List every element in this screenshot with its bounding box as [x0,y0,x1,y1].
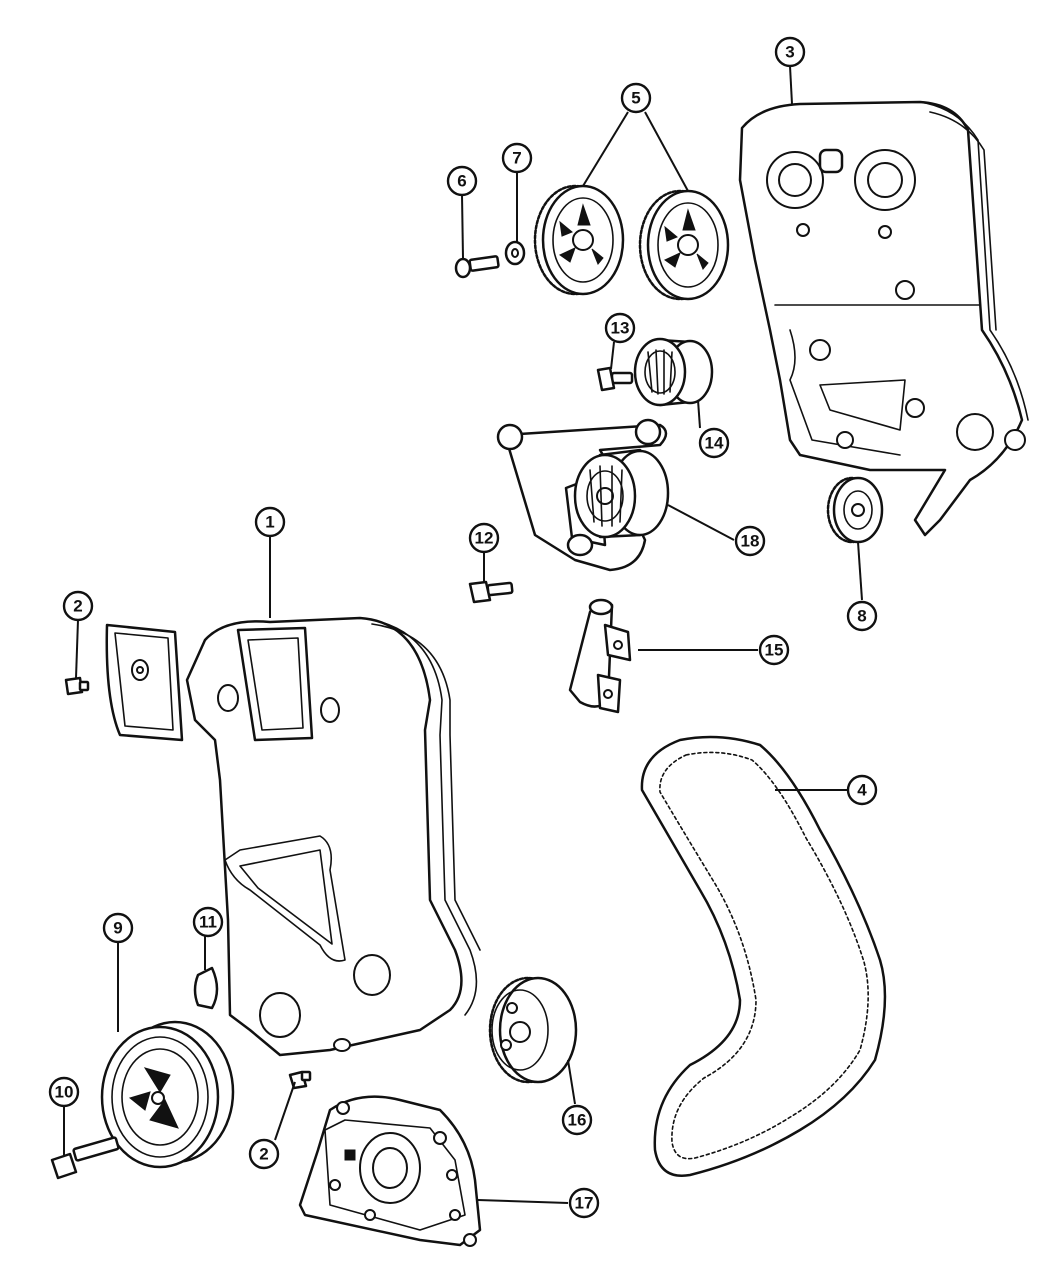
callout-2-lower: 2 [248,1138,280,1170]
callout-3-label: 3 [785,43,794,62]
timing-belt [640,735,887,1177]
callout-18: 18 [734,525,766,557]
callout-13-label: 13 [611,319,630,338]
camshaft-sprocket-right [638,189,730,301]
callout-1: 1 [254,506,286,538]
oil-pump [298,1095,482,1247]
callout-14-label: 14 [705,434,724,453]
callout-11: 11 [192,906,224,938]
crankshaft-sprocket [826,476,884,544]
callout-8-label: 8 [857,607,866,626]
camshaft-sprocket-bolt [454,255,500,279]
leader-lines [63,65,863,1204]
callout-16: 16 [561,1104,593,1136]
callout-10: 10 [48,1076,80,1108]
tensioner-bolt [468,580,514,604]
callout-6: 6 [446,165,478,197]
washer [504,240,526,266]
callout-4: 4 [846,774,878,806]
callout-7: 7 [501,142,533,174]
callout-17-label: 17 [575,1194,594,1213]
callout-5: 5 [620,82,652,114]
callout-18-label: 18 [741,532,760,551]
callout-15-label: 15 [765,641,784,660]
callout-2-upper: 2 [62,590,94,622]
idler-pulley [633,337,714,407]
callout-9-label: 9 [113,919,122,938]
front-timing-cover [185,616,481,1057]
callout-12: 12 [468,522,500,554]
callout-5-label: 5 [631,89,640,108]
callout-16-label: 16 [568,1111,587,1130]
callout-1-label: 1 [265,513,274,532]
callout-11-label: 11 [199,913,217,932]
crankshaft-bolt [50,1136,120,1180]
camshaft-sprocket-left [533,184,625,296]
upper-cover-plate [105,623,184,742]
rear-timing-cover [738,100,1029,537]
callout-8: 8 [846,600,878,632]
idler-pulley-bolt [596,366,634,392]
callout-12-label: 12 [475,529,494,548]
callout-14: 14 [698,427,730,459]
callout-17: 17 [568,1187,600,1219]
callout-2-upper-label: 2 [73,597,82,616]
callout-10-label: 10 [55,1083,74,1102]
callout-13: 13 [604,312,636,344]
callout-15: 15 [758,634,790,666]
callout-7-label: 7 [512,149,521,168]
crankshaft-sprocket-front [488,976,578,1084]
callout-3: 3 [774,36,806,68]
callout-9: 9 [102,912,134,944]
callout-2-lower-label: 2 [259,1145,268,1164]
woodruff-key [193,966,219,1010]
callout-4-label: 4 [857,781,867,800]
callout-6-label: 6 [457,172,466,191]
tensioner-assembly [496,418,670,572]
belt-tensioner-damper [568,598,632,714]
cover-bolt-upper [64,676,90,696]
crankshaft-damper-pulley [100,1020,235,1169]
